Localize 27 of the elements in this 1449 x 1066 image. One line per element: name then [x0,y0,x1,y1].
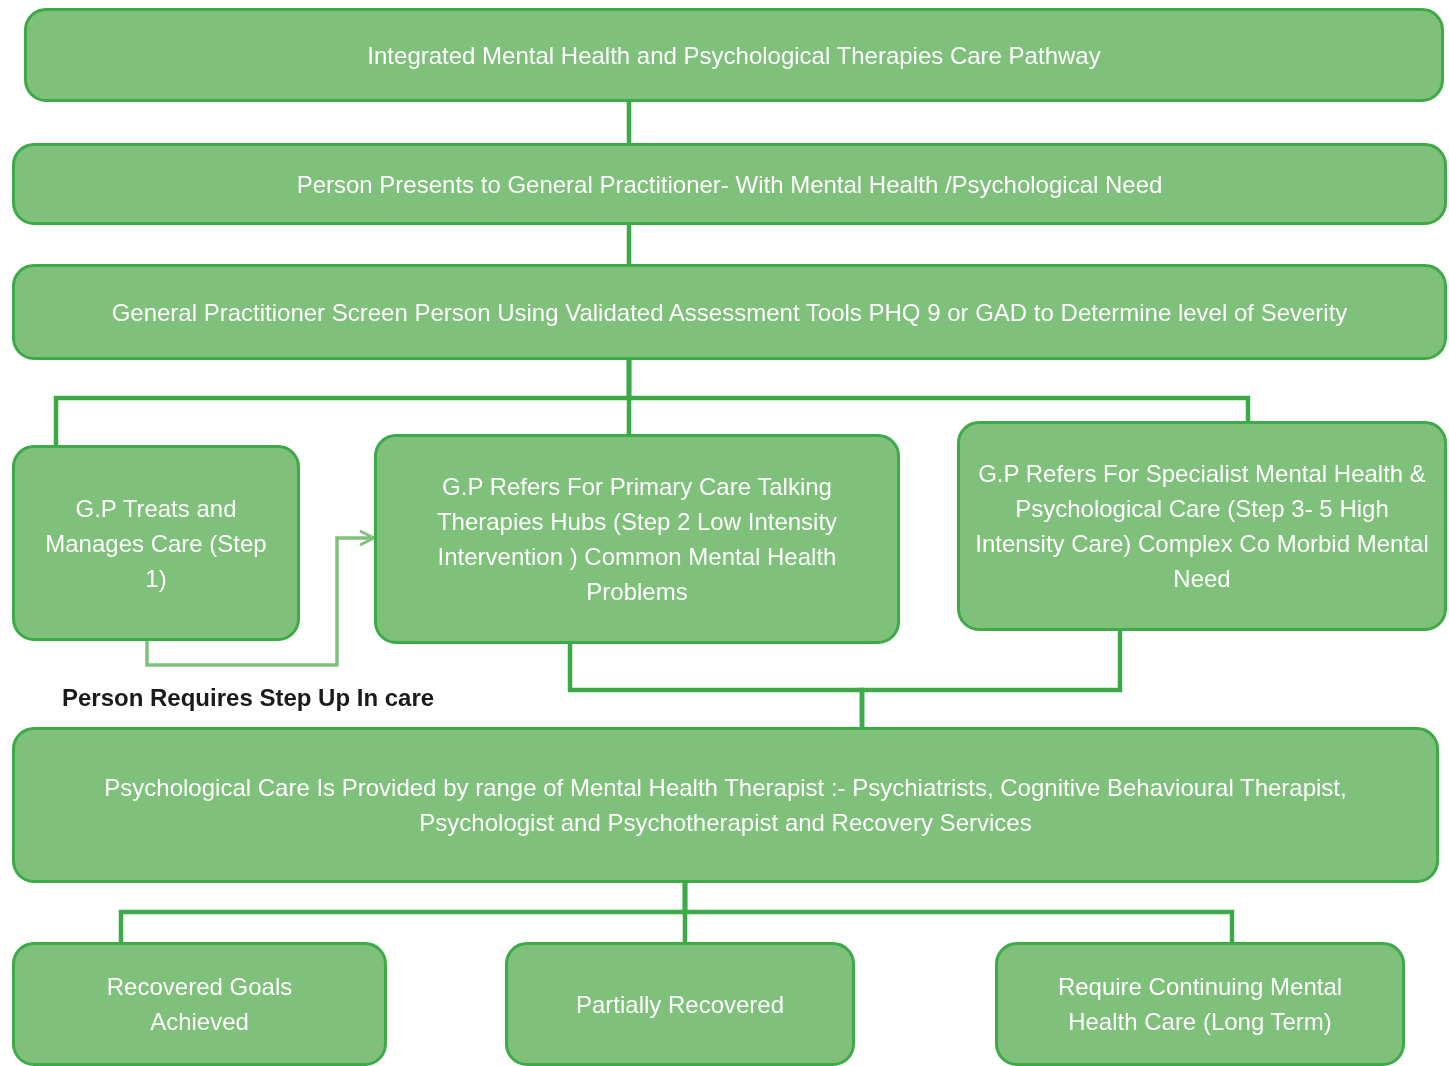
connector-line [626,102,632,143]
connector-line [626,360,1251,421]
process-box [374,434,900,644]
box-text: G.P Refers For Primary Care Talking Therapies Hubs (Step 2 Low Intensity Intervention ) Common Mental Health Problems [435,472,839,607]
connector-line [682,883,1235,942]
box-text: G.P Refers For Specialist Mental Health & Psychological Care (Step 3- 5 High Intensity Care) Complex Co Morbid Mental Need [974,459,1430,594]
process-box [12,143,1447,225]
process-box [12,445,300,641]
process-box [505,942,855,1066]
box-text: General Practitioner Screen Person Using Validated Assessment Tools PHQ 9 or GAD to Determine level of Severity [111,297,1348,328]
box-text: Psychological Care Is Provided by range of Mental Health Therapist :- Psychiatrists, Cognitive Behavioural Therapist, Psychologist and Psychotherapist and Recovery Services [103,773,1348,838]
box-text: Partially Recovered [575,989,785,1020]
note-text: Person Requires Step Up In care [62,684,435,712]
process-box [995,942,1405,1066]
process-box [12,942,387,1066]
connector-line [859,631,1123,727]
box-text: G.P Treats and Manages Care (Step 1) [44,493,268,594]
process-box [24,8,1444,102]
box-text: Recovered Goals Achieved [105,972,294,1037]
arrow [145,529,376,667]
box-text: Require Continuing Mental Health Care (Long Term) [1056,972,1344,1037]
connector-line [626,225,632,264]
box-text: Person Presents to General Practitioner- With Mental Health /Psychological Need [296,169,1163,200]
box-text: Integrated Mental Health and Psychological Therapies Care Pathway [367,40,1101,71]
process-box [957,421,1447,631]
process-box [12,727,1439,883]
process-box [12,264,1447,360]
